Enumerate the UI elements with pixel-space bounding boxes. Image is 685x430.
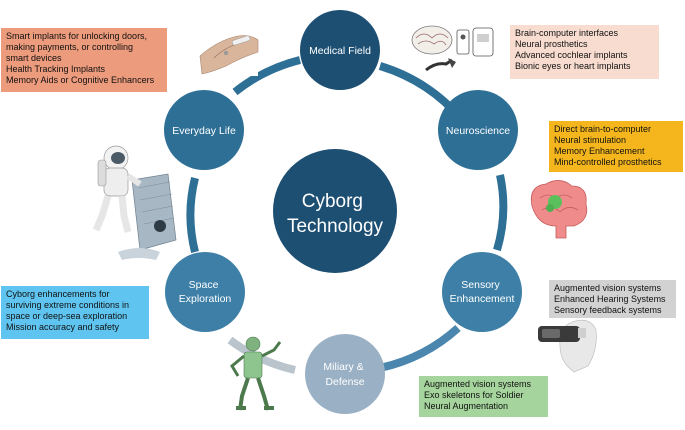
- brain-chip-icon: [412, 26, 493, 70]
- node-medical-label: Medical Field: [309, 45, 371, 57]
- box-neuroscience: Direct brain-to-computer Neural stimulat…: [549, 121, 683, 172]
- box-space-item: surviving extreme conditions in: [6, 300, 144, 311]
- box-everyday-life: Smart implants for unlocking doors, maki…: [1, 28, 167, 92]
- box-space-item: Mission accuracy and safety: [6, 322, 144, 333]
- node-space-exploration[interactable]: Space Exploration: [165, 252, 245, 332]
- box-sensory-item: Augmented vision systems: [554, 283, 671, 294]
- box-everyday-item: Health Tracking Implants: [6, 64, 162, 75]
- node-neuroscience-label: Neuroscience: [446, 125, 510, 137]
- node-everyday-label: Everyday Life: [172, 125, 236, 137]
- box-military-item: Neural Augmentation: [424, 401, 543, 412]
- box-everyday-item: making payments, or controlling: [6, 42, 162, 53]
- box-neuroscience-item: Neural stimulation: [554, 135, 678, 146]
- box-everyday-item: Smart implants for unlocking doors,: [6, 31, 162, 42]
- box-military-item: Augmented vision systems: [424, 379, 543, 390]
- box-neuroscience-item: Direct brain-to-computer: [554, 124, 678, 135]
- vr-headset-icon: [538, 320, 596, 372]
- box-neuroscience-item: Memory Enhancement: [554, 146, 678, 157]
- box-space-item: Cyborg enhancements for: [6, 289, 144, 300]
- box-space-item: space or deep-sea exploration: [6, 311, 144, 322]
- hand-implant-icon: [200, 28, 258, 76]
- ring-arc-3: [380, 328, 458, 368]
- ring-arc-2: [497, 175, 503, 250]
- node-military-circle: [305, 334, 385, 414]
- box-sensory-enhancement: Augmented vision systems Enhanced Hearin…: [549, 280, 676, 318]
- box-sensory-item: Sensory feedback systems: [554, 305, 671, 316]
- box-everyday-item: smart devices: [6, 53, 162, 64]
- node-neuroscience[interactable]: Neuroscience: [438, 90, 518, 170]
- box-medical-item: Brain-computer interfaces: [515, 28, 654, 39]
- box-medical-item: Advanced cochlear implants: [515, 50, 654, 61]
- node-sensory-enhancement[interactable]: Sensory Enhancement: [442, 252, 522, 332]
- center-line-2: Technology: [287, 216, 384, 237]
- box-sensory-item: Enhanced Hearing Systems: [554, 294, 671, 305]
- node-military-defense[interactable]: Miliary & Defense: [305, 334, 385, 414]
- box-military-defense: Augmented vision systems Exo skeletons f…: [419, 376, 548, 417]
- center-line-1: Cyborg: [302, 191, 363, 212]
- node-sensory-circle: [442, 252, 522, 332]
- box-medical-item: Bionic eyes or heart implants: [515, 61, 654, 72]
- box-everyday-item: Memory Aids or Cognitive Enhancers: [6, 75, 162, 86]
- brain-icon: [531, 180, 587, 238]
- box-medical-item: Neural prosthetics: [515, 39, 654, 50]
- box-neuroscience-item: Mind-controlled prosthetics: [554, 157, 678, 168]
- box-military-item: Exo skeletons for Soldier: [424, 390, 543, 401]
- box-space-exploration: Cyborg enhancements for surviving extrem…: [1, 286, 149, 339]
- node-medical-field[interactable]: Medical Field: [300, 10, 380, 90]
- ring-arc-5: [190, 178, 195, 252]
- astronaut-icon: [96, 146, 176, 260]
- box-medical-field: Brain-computer interfaces Neural prosthe…: [510, 25, 659, 79]
- node-everyday-life[interactable]: Everyday Life: [164, 90, 244, 170]
- node-space-circle: [165, 252, 245, 332]
